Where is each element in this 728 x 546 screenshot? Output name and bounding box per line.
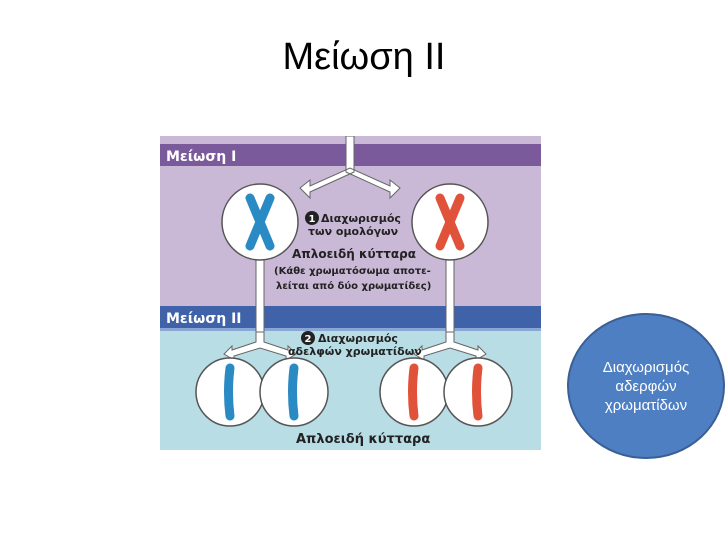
callout-line2: αδερφών bbox=[615, 377, 677, 395]
step2-line2: αδελφών χρωματίδων bbox=[288, 345, 422, 358]
split-arrow-right bbox=[413, 331, 487, 361]
haploid-label-2: Απλοειδή κύτταρα bbox=[296, 432, 430, 447]
split-arrow-top bbox=[299, 136, 401, 200]
step1-number-badge bbox=[305, 211, 319, 225]
meiosis2-cell-red-2 bbox=[443, 357, 513, 427]
meiosis-diagram: Μείωση Ι Μείωση ΙΙ 1 Διαχωρισμός των ομο… bbox=[160, 136, 541, 450]
meiosis2-band-stripe bbox=[160, 328, 541, 331]
callout-line3: χρωματίδων bbox=[604, 396, 688, 414]
note-line1: (Κάθε χρωματόσωμα αποτε- bbox=[274, 265, 431, 277]
step1-number: 1 bbox=[309, 214, 316, 225]
meiosis1-cell-red bbox=[411, 183, 489, 261]
callout-line1: Διαχωρισμός bbox=[602, 358, 690, 376]
split-arrow-left bbox=[223, 331, 297, 361]
meiosis2-label: Μείωση ΙΙ bbox=[166, 311, 242, 327]
step1-line1: Διαχωρισμός bbox=[321, 212, 401, 225]
slide-title: Μείωση ΙΙ bbox=[282, 36, 446, 78]
meiosis2-cell-blue-2 bbox=[259, 357, 329, 427]
down-arrow-left bbox=[255, 253, 265, 335]
step2-line1: Διαχωρισμός bbox=[318, 332, 398, 345]
meiosis2-cell-red-1 bbox=[379, 357, 449, 427]
haploid-label-1: Απλοειδή κύτταρα bbox=[292, 247, 416, 261]
meiosis1-label: Μείωση Ι bbox=[166, 149, 236, 165]
note-line2: λείται από δύο χρωματίδες) bbox=[276, 280, 431, 292]
down-arrow-right bbox=[445, 253, 455, 335]
step2-number: 2 bbox=[305, 334, 312, 345]
step1-line2: των ομολόγων bbox=[308, 225, 398, 238]
step2-number-badge bbox=[301, 331, 315, 345]
meiosis2-cell-blue-1 bbox=[195, 357, 265, 427]
callout-bubble: Διαχωρισμός αδερφών χρωματίδων bbox=[567, 313, 725, 459]
meiosis1-cell-blue bbox=[221, 183, 299, 261]
